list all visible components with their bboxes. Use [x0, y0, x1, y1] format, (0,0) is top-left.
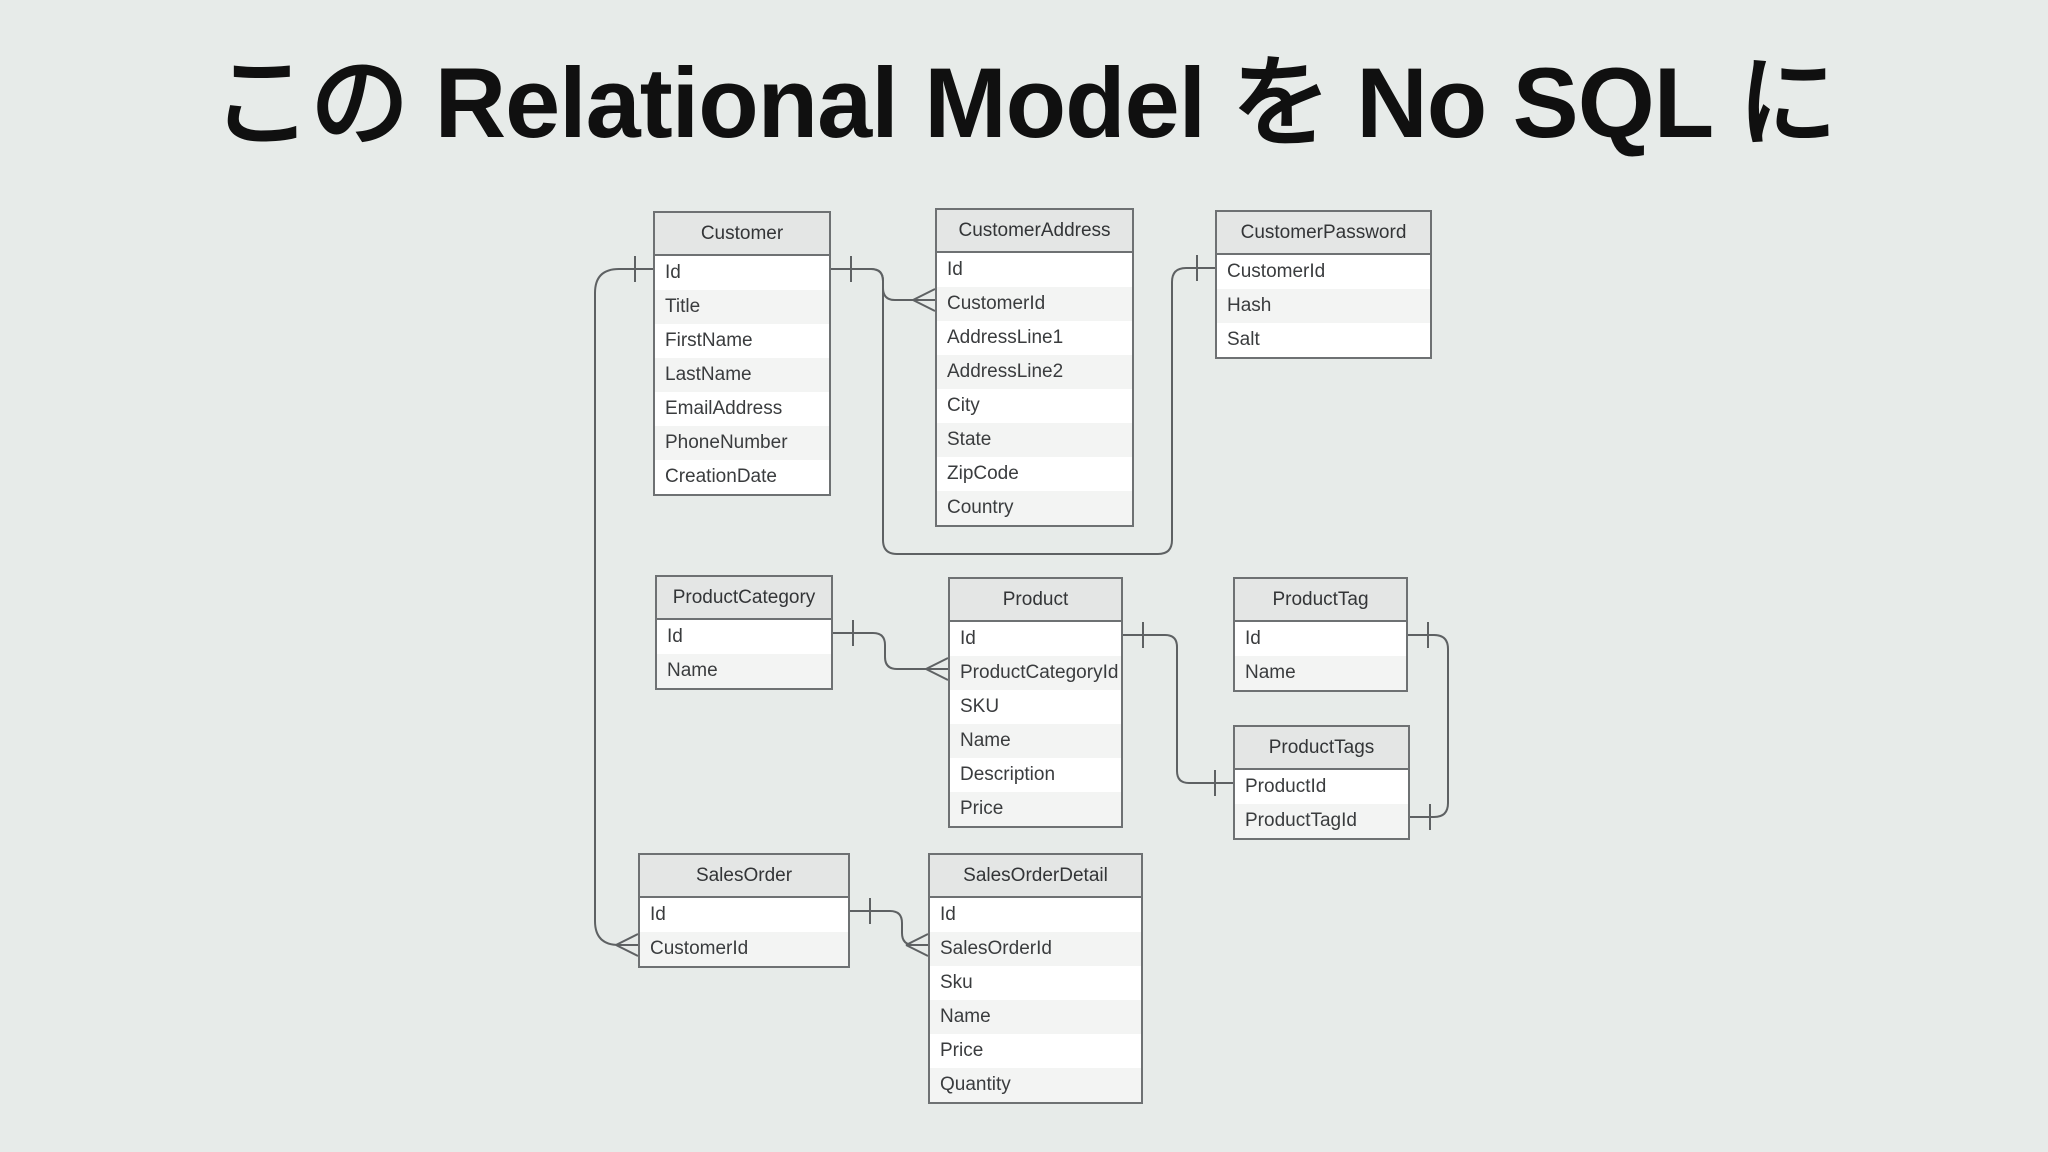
field-row: CustomerId: [1217, 255, 1430, 289]
field-row: AddressLine2: [937, 355, 1132, 389]
field-row: Id: [950, 622, 1121, 656]
field-row: LastName: [655, 358, 829, 392]
field-row: Name: [657, 654, 831, 688]
field-row: ProductCategoryId: [950, 656, 1121, 690]
field-row: Hash: [1217, 289, 1430, 323]
field-row: Id: [657, 620, 831, 654]
field-row: Id: [655, 256, 829, 290]
field-row: Name: [1235, 656, 1406, 690]
slide-title: この Relational Model を No SQL に: [212, 47, 1837, 158]
table-title: ProductCategory: [657, 577, 831, 620]
field-row: SKU: [950, 690, 1121, 724]
table-title: ProductTags: [1235, 727, 1408, 770]
field-row: PhoneNumber: [655, 426, 829, 460]
field-row: ProductTagId: [1235, 804, 1408, 838]
table-title: Customer: [655, 213, 829, 256]
field-row: AddressLine1: [937, 321, 1132, 355]
field-row: State: [937, 423, 1132, 457]
field-row: Id: [937, 253, 1132, 287]
field-row: Quantity: [930, 1068, 1141, 1102]
table-title: SalesOrder: [640, 855, 848, 898]
table-title: CustomerAddress: [937, 210, 1132, 253]
field-row: Id: [1235, 622, 1406, 656]
field-row: Salt: [1217, 323, 1430, 357]
table-title: ProductTag: [1235, 579, 1406, 622]
field-row: Country: [937, 491, 1132, 525]
field-row: Title: [655, 290, 829, 324]
field-row: Price: [930, 1034, 1141, 1068]
field-row: SalesOrderId: [930, 932, 1141, 966]
field-row: Name: [950, 724, 1121, 758]
field-row: CustomerId: [640, 932, 848, 966]
table-title: CustomerPassword: [1217, 212, 1430, 255]
field-row: Price: [950, 792, 1121, 826]
field-row: CreationDate: [655, 460, 829, 494]
field-row: City: [937, 389, 1132, 423]
field-row: CustomerId: [937, 287, 1132, 321]
field-row: FirstName: [655, 324, 829, 358]
field-row: ZipCode: [937, 457, 1132, 491]
field-row: Name: [930, 1000, 1141, 1034]
field-row: Id: [640, 898, 848, 932]
table-title: Product: [950, 579, 1121, 622]
field-row: Id: [930, 898, 1141, 932]
table-title: SalesOrderDetail: [930, 855, 1141, 898]
field-row: ProductId: [1235, 770, 1408, 804]
field-row: Sku: [930, 966, 1141, 1000]
field-row: EmailAddress: [655, 392, 829, 426]
field-row: Description: [950, 758, 1121, 792]
